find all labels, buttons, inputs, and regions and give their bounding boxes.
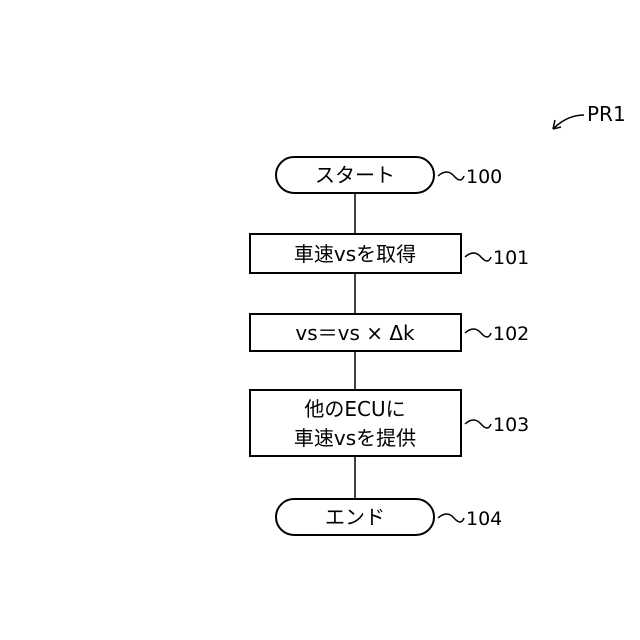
figure-label-group: PR1	[553, 102, 626, 129]
ref-leader	[438, 514, 464, 522]
step-label: vs＝vs × Δk	[295, 321, 415, 345]
ref-leader	[465, 420, 491, 428]
step-label: エンド	[325, 505, 385, 529]
step-acquire-speed: 車速vsを取得 101	[250, 234, 529, 273]
figure-label: PR1	[587, 102, 626, 126]
step-label-line-1: 他のECUに	[304, 397, 405, 421]
ref-leader	[438, 172, 464, 180]
step-label: 車速vsを取得	[294, 242, 416, 266]
step-label-line-2: 車速vsを提供	[294, 426, 416, 450]
ref-leader	[465, 253, 491, 261]
step-correct-speed: vs＝vs × Δk 102	[250, 314, 529, 351]
ref-number: 101	[493, 247, 529, 269]
step-provide-speed: 他のECUに 車速vsを提供 103	[250, 390, 529, 456]
ref-leader	[465, 329, 491, 337]
ref-number: 102	[493, 323, 529, 345]
step-end: エンド 104	[276, 499, 502, 535]
ref-number: 104	[466, 508, 502, 530]
step-label: スタート	[315, 163, 395, 187]
ref-number: 100	[466, 166, 502, 188]
figure-label-leader	[553, 115, 584, 129]
step-start: スタート 100	[276, 157, 502, 193]
ref-number: 103	[493, 414, 529, 436]
